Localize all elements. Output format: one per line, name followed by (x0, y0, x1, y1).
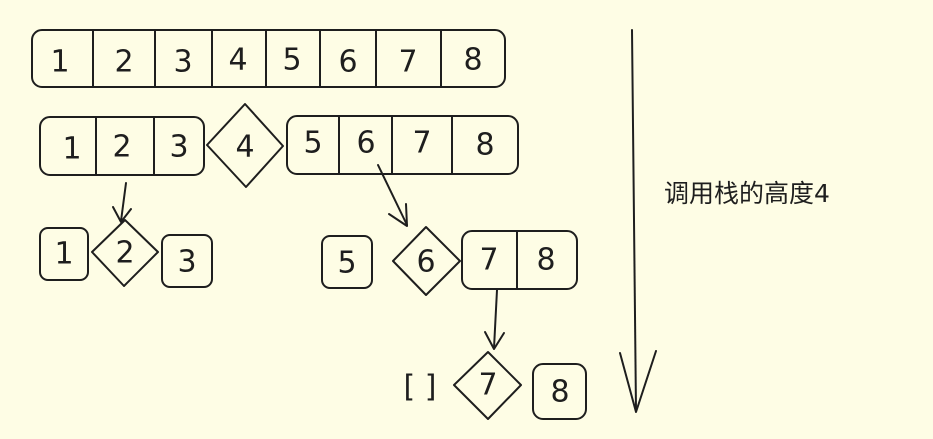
array-box-8 (532, 363, 587, 420)
pivot-diamond-6 (392, 226, 461, 296)
level-0-array: 1 2 3 4 5 6 7 8 (31, 29, 506, 88)
call-stack-height-label: 调用栈的高度4 (664, 179, 830, 208)
level-3: [ ] 7 8 (404, 351, 587, 420)
call-stack-depth-arrow (619, 29, 657, 413)
cell-value: 7 (479, 243, 498, 278)
cell-value: 6 (356, 126, 375, 161)
cell-value: 3 (177, 245, 196, 280)
level-2-left: 1 2 3 (39, 219, 213, 288)
cell-value: 7 (412, 126, 431, 161)
cell-value: 3 (169, 130, 188, 165)
empty-array: [ ] (404, 370, 437, 405)
pivot-value: 6 (416, 245, 435, 280)
cell-value: 3 (173, 45, 192, 80)
cell-value: 8 (463, 43, 482, 78)
array-box-1 (39, 227, 89, 281)
cell-value: 8 (536, 243, 555, 278)
arrow-shaft (631, 29, 637, 412)
arrow-head (388, 203, 408, 227)
arrow-to-level-3 (484, 289, 505, 350)
cell-value: 8 (475, 128, 494, 163)
cell-value: 8 (550, 375, 569, 410)
cell-value: 4 (228, 43, 247, 78)
cell-value: 2 (112, 130, 131, 165)
pivot-value: 2 (115, 236, 134, 271)
array-box-3 (161, 234, 213, 288)
cell-value: 7 (398, 45, 417, 80)
arrow-head (484, 331, 505, 350)
cell-value: 5 (337, 246, 356, 281)
pivot-value: 4 (235, 130, 254, 165)
arrow-head (619, 350, 657, 413)
pivot-value: 7 (478, 368, 497, 403)
cell-value: 1 (62, 132, 81, 167)
array-box-7-8 (461, 230, 578, 290)
pivot-diamond-7 (453, 351, 522, 420)
arrow-head (112, 206, 132, 223)
cell-value: 2 (114, 45, 133, 80)
arrow-shaft (120, 182, 127, 222)
pivot-diamond-4 (206, 103, 284, 188)
arrow-to-left-subproblem (112, 182, 132, 223)
cell-value: 1 (50, 45, 69, 80)
array-box-5-8 (286, 115, 519, 175)
array-box-1-3 (39, 116, 205, 176)
cell-value: 5 (282, 43, 301, 78)
pivot-diamond-2 (91, 219, 159, 287)
arrow-shaft (493, 289, 498, 349)
level-1-partition: 1 2 3 4 5 6 7 8 (39, 103, 519, 188)
array-box-1-8 (31, 29, 506, 88)
array-box-5 (321, 235, 373, 289)
cell-value: 1 (54, 237, 73, 272)
arrow-to-right-subproblem (377, 164, 408, 227)
arrow-shaft (377, 164, 408, 226)
cell-value: 6 (338, 45, 357, 80)
level-2-right: 5 6 7 8 (321, 226, 578, 296)
cell-value: 5 (303, 126, 322, 161)
